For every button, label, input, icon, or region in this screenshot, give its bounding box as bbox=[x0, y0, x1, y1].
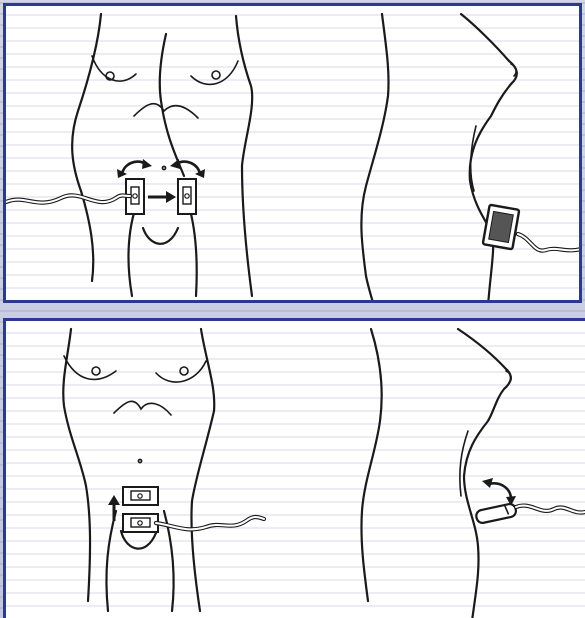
top-illustration bbox=[6, 6, 582, 303]
ribcage-line bbox=[114, 401, 171, 415]
electrode-cable-front bbox=[156, 517, 264, 529]
ribcage-line bbox=[134, 104, 198, 118]
electrode-pad-lower bbox=[123, 514, 158, 532]
panel-top bbox=[3, 3, 582, 303]
front-torso-figure bbox=[72, 14, 252, 296]
curved-double-arrow-icon bbox=[482, 478, 516, 506]
right-nipple bbox=[180, 367, 188, 375]
rotate-left-icon bbox=[117, 159, 152, 178]
pubic-line bbox=[143, 228, 178, 244]
panel-bottom bbox=[3, 318, 585, 618]
right-nipple bbox=[212, 71, 220, 79]
probe-electrode-side bbox=[475, 503, 517, 524]
right-breast-outline bbox=[191, 61, 238, 84]
navel bbox=[138, 459, 141, 462]
front-torso-figure bbox=[63, 329, 214, 611]
arrow-up-icon bbox=[108, 495, 120, 521]
electrode-pad-side bbox=[483, 205, 519, 250]
rotate-right-icon bbox=[170, 159, 205, 178]
side-nipple bbox=[511, 64, 516, 76]
electrode-cable-side bbox=[518, 234, 582, 251]
side-torso-figure bbox=[361, 14, 516, 303]
left-nipple bbox=[92, 367, 100, 375]
pubic-line bbox=[121, 531, 156, 549]
electrode-cable-side bbox=[516, 506, 585, 513]
side-waist-crease bbox=[471, 126, 476, 191]
electrode-cable-front bbox=[6, 195, 130, 202]
electrode-pad-upper bbox=[123, 487, 158, 505]
electrode-pad-right bbox=[178, 179, 196, 214]
navel bbox=[162, 166, 165, 169]
right-breast-outline bbox=[156, 361, 206, 382]
left-breast-outline bbox=[64, 356, 116, 379]
arrow-right-icon bbox=[148, 191, 176, 203]
bottom-illustration bbox=[6, 321, 585, 618]
side-torso-figure bbox=[361, 329, 511, 618]
